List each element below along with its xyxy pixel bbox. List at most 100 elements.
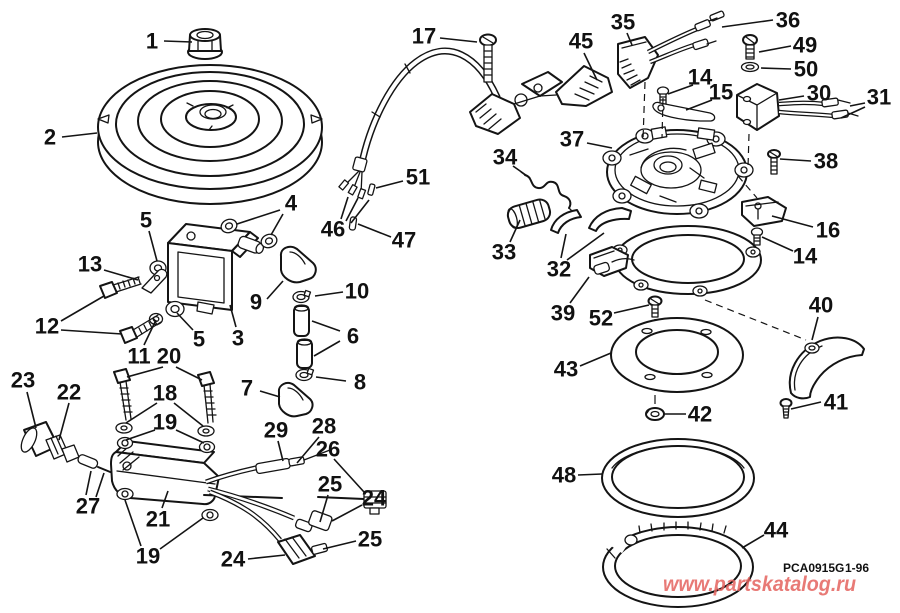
callout-14: 14 bbox=[688, 65, 713, 90]
bracket-16-drawing bbox=[741, 196, 787, 227]
weight-40-drawing bbox=[788, 336, 865, 400]
sensor-39-drawing bbox=[589, 246, 635, 277]
callout-10: 10 bbox=[345, 279, 369, 304]
oring-48-drawing bbox=[601, 438, 755, 518]
callout-27: 27 bbox=[76, 494, 100, 519]
leader-line-41 bbox=[790, 401, 822, 410]
callout-26: 26 bbox=[316, 437, 340, 462]
callout-15: 15 bbox=[709, 80, 733, 105]
coil-washers-drawing bbox=[148, 218, 278, 326]
leader-line-19 bbox=[124, 499, 142, 547]
leader-line-18 bbox=[125, 402, 158, 424]
coil-35-drawing bbox=[617, 10, 725, 89]
leader-line-12 bbox=[60, 295, 105, 322]
leader-line-22 bbox=[58, 402, 70, 441]
leader-line-32 bbox=[566, 232, 605, 261]
nut-42-drawing bbox=[645, 407, 665, 421]
boot-24-lower bbox=[277, 534, 328, 565]
plug-boot-upper-drawing bbox=[279, 245, 317, 284]
callout-52: 52 bbox=[589, 306, 613, 331]
leader-line-21 bbox=[161, 490, 169, 509]
leader-line-40 bbox=[811, 316, 819, 341]
leader-line-36 bbox=[721, 19, 774, 28]
callout-12: 12 bbox=[35, 314, 59, 339]
callout-6: 6 bbox=[347, 324, 359, 349]
leader-line-6 bbox=[313, 340, 341, 357]
leader-line-52 bbox=[613, 304, 650, 314]
callout-17: 17 bbox=[412, 24, 436, 49]
coil-30-drawing bbox=[736, 83, 859, 131]
leader-line-46 bbox=[340, 196, 349, 220]
callout-46: 46 bbox=[321, 217, 345, 242]
leader-line-37 bbox=[586, 142, 613, 149]
leader-line-27 bbox=[95, 472, 105, 498]
callout-25: 25 bbox=[358, 527, 382, 552]
leader-line-25 bbox=[322, 540, 357, 550]
leader-line-19 bbox=[175, 429, 205, 444]
sleeves-32-drawing bbox=[550, 207, 632, 234]
sleeve-29 bbox=[255, 457, 291, 475]
terminal-25-lower bbox=[311, 542, 328, 555]
callout-19: 19 bbox=[153, 410, 177, 435]
callout-30: 30 bbox=[807, 81, 831, 106]
callout-51: 51 bbox=[406, 165, 430, 190]
leader-line-45 bbox=[583, 52, 598, 81]
leader-line-35 bbox=[626, 32, 633, 46]
screw-17-drawing bbox=[479, 33, 497, 83]
callout-16: 16 bbox=[816, 218, 840, 243]
leader-line-32 bbox=[560, 233, 567, 259]
screw-38-drawing bbox=[767, 149, 781, 175]
leader-line-47 bbox=[357, 223, 392, 238]
callout-32: 32 bbox=[547, 257, 571, 282]
connector-26 bbox=[363, 490, 387, 515]
leader-line-15 bbox=[685, 99, 713, 111]
leader-line-33 bbox=[509, 219, 521, 243]
callout-31: 31 bbox=[867, 85, 891, 110]
leader-line-30 bbox=[778, 95, 805, 101]
leader-line-1 bbox=[163, 40, 193, 43]
leader-line-51 bbox=[375, 180, 404, 189]
screw-52-drawing bbox=[647, 295, 663, 318]
callout-41: 41 bbox=[824, 390, 848, 415]
sleeve-25-upper bbox=[294, 518, 313, 533]
callout-43: 43 bbox=[554, 357, 578, 382]
leader-line-9 bbox=[266, 280, 284, 300]
callout-20: 20 bbox=[157, 344, 181, 369]
clamp-8-drawing bbox=[295, 367, 315, 382]
link-15-drawing bbox=[652, 101, 716, 122]
callout-39: 39 bbox=[551, 301, 575, 326]
leader-line-10 bbox=[314, 291, 344, 297]
leader-line-24 bbox=[247, 554, 286, 560]
callout-47: 47 bbox=[392, 228, 416, 253]
callout-24: 24 bbox=[221, 547, 246, 572]
leader-line-46 bbox=[345, 197, 359, 222]
callout-45: 45 bbox=[569, 29, 593, 54]
leader-line-39 bbox=[569, 276, 590, 304]
plug-boot-lower-drawing bbox=[277, 382, 314, 418]
terminals-36 bbox=[692, 10, 725, 51]
callout-25: 25 bbox=[318, 472, 342, 497]
stator-plate-drawing bbox=[602, 126, 754, 219]
flywheel-nut-drawing bbox=[187, 28, 223, 60]
screw-14b-drawing bbox=[750, 227, 764, 246]
leader-line-25 bbox=[319, 494, 329, 523]
cring-44-drawing bbox=[595, 518, 754, 608]
callout-22: 22 bbox=[57, 380, 81, 405]
leader-line-5 bbox=[176, 312, 194, 331]
leader-line-19 bbox=[125, 429, 156, 441]
callout-18: 18 bbox=[153, 381, 177, 406]
callout-35: 35 bbox=[611, 10, 635, 35]
leader-line-4 bbox=[236, 209, 281, 225]
callout-23: 23 bbox=[11, 368, 35, 393]
leader-line-12 bbox=[60, 329, 123, 335]
leader-line-50 bbox=[760, 67, 792, 70]
cylinder-33-drawing bbox=[506, 198, 552, 229]
leader-line-29 bbox=[277, 440, 284, 462]
leader-line-38 bbox=[779, 158, 812, 162]
drawing-date: 1-96 bbox=[845, 561, 869, 575]
leader-line-34 bbox=[512, 165, 531, 179]
callout-29: 29 bbox=[264, 418, 288, 443]
leader-line-13 bbox=[103, 269, 139, 281]
